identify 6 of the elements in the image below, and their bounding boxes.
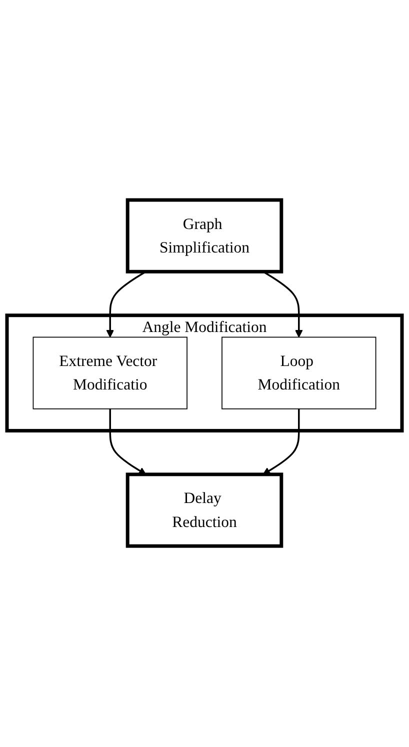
node-box: Delay Reduction [126,473,284,548]
node-box: Graph Simplification [126,198,284,274]
arrow [262,409,300,476]
node-box: Extreme Vector Modificatio [32,337,188,410]
arrow [109,409,146,476]
node-box: Loop Modification [222,337,376,410]
